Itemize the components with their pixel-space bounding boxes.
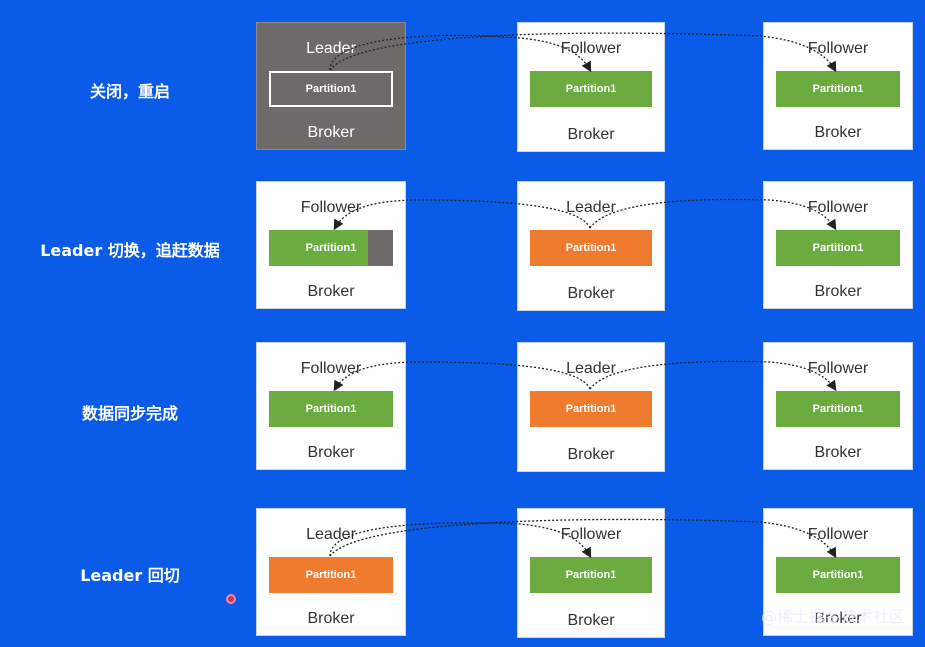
replication-arrow (329, 34, 592, 73)
role-label: Follower (300, 199, 362, 216)
role-label: Leader (306, 40, 356, 57)
role-label: Follower (560, 526, 622, 543)
role-label: Follower (807, 360, 869, 377)
partition-block: Partition1 (530, 230, 652, 266)
partition-block: Partition1 (776, 557, 900, 593)
broker-label: Broker (307, 444, 355, 461)
role-label: Follower (807, 199, 869, 216)
replication-arrow (329, 518, 837, 559)
role-label: Follower (807, 40, 869, 57)
role-label: Leader (566, 360, 616, 377)
replication-arrow (589, 360, 837, 392)
row-label-leader-switch: Leader 切换，追赶数据 (40, 241, 220, 260)
broker-label: Broker (814, 444, 862, 461)
partition-block: Partition1 (530, 71, 652, 107)
partition-block: Partition1 (269, 557, 393, 593)
partition-block: Partition1 (530, 557, 652, 593)
role-label: Follower (560, 40, 622, 57)
broker-label: Broker (567, 446, 615, 463)
replication-arrow (333, 199, 591, 231)
role-label: Follower (300, 360, 362, 377)
row-label-restart: 关闭，重启 (89, 82, 170, 101)
partition-block: Partition1 (269, 71, 393, 107)
role-label: Follower (807, 526, 869, 543)
partition-block: Partition1 (530, 391, 652, 427)
broker-box-r4-c3: Follower Partition1 Broker (763, 508, 913, 636)
broker-box-r4-c2: Follower Partition1 Broker (517, 508, 665, 638)
broker-label: Broker (814, 610, 862, 627)
broker-box-r2-c1: Follower Partition1 Broker (256, 181, 406, 309)
broker-label: Broker (567, 612, 615, 629)
broker-label: Broker (814, 124, 862, 141)
partition-block: Partition1 (269, 391, 393, 427)
broker-box-r3-c3: Follower Partition1 Broker (763, 342, 913, 470)
broker-label: Broker (307, 610, 355, 627)
row-label-sync-done: 数据同步完成 (81, 404, 178, 423)
broker-label: Broker (567, 126, 615, 143)
broker-box-r1-c1: Leader Partition1 Broker (256, 22, 406, 150)
broker-label: Broker (567, 285, 615, 302)
partition-block: Partition1 (776, 71, 900, 107)
replication-arrow (333, 361, 591, 392)
role-label: Leader (306, 526, 356, 543)
broker-box-r1-c2: Follower Partition1 Broker (517, 22, 665, 152)
partition-block: Partition1 (776, 391, 900, 427)
replication-arrow (589, 198, 837, 231)
broker-box-r4-c1: Leader Partition1 Broker (256, 508, 406, 636)
pointer-dot (226, 594, 236, 604)
replication-arrow (329, 32, 837, 73)
broker-label: Broker (814, 283, 862, 300)
partition-block: Partition1 (269, 230, 393, 266)
row-label-leader-switchback: Leader 回切 (80, 566, 180, 585)
replication-arrow (329, 522, 592, 559)
broker-box-r2-c2: Leader Partition1 Broker (517, 181, 665, 311)
partition-block: Partition1 (776, 230, 900, 266)
broker-box-r3-c1: Follower Partition1 Broker (256, 342, 406, 470)
broker-box-r1-c3: Follower Partition1 Broker (763, 22, 913, 150)
broker-label: Broker (307, 124, 355, 141)
broker-label: Broker (307, 283, 355, 300)
watermark: @稀土掘金技术社区 (760, 607, 905, 626)
role-label: Leader (566, 199, 616, 216)
broker-box-r3-c2: Leader Partition1 Broker (517, 342, 665, 472)
broker-box-r2-c3: Follower Partition1 Broker (763, 181, 913, 309)
